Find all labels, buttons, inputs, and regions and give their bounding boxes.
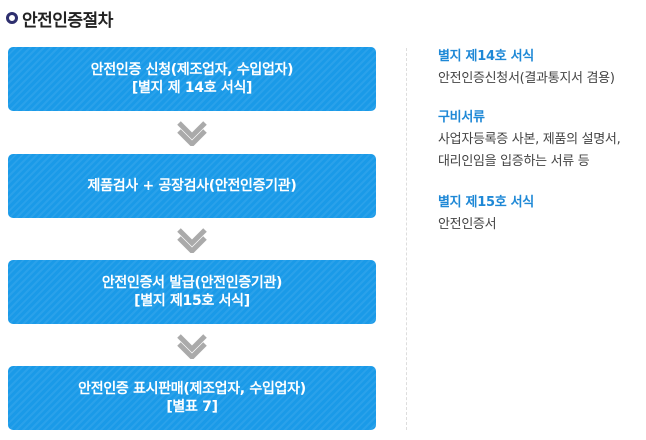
- step-marking-sale-label: 안전인증 표시판매(제조업자, 수입업자): [78, 381, 306, 397]
- step-marking-sale-form: [별표 7]: [166, 399, 218, 415]
- step-inspection-label: 제품검사 + 공장검사(안전인증기관): [87, 178, 297, 194]
- column-divider: [406, 48, 407, 430]
- step-certificate-issuance: 안전인증서 발급(안전인증기관) [별지 제15호 서식]: [8, 260, 376, 324]
- info-form-14-desc: 안전인증신청서(결과통지서 겸용): [438, 71, 615, 86]
- page-title: 안전인증절차: [22, 10, 113, 31]
- info-required-documents-line-1: 사업자등록증 사본, 제품의 설명서,: [438, 132, 621, 147]
- section-header: 안전인증절차: [6, 6, 113, 31]
- ring-bullet-icon: [6, 12, 18, 24]
- step-marking-sale: 안전인증 표시판매(제조업자, 수입업자) [별표 7]: [8, 366, 376, 430]
- step-certificate-issuance-form: [별지 제15호 서식]: [134, 293, 250, 309]
- info-form-15-title: 별지 제15호 서식: [438, 195, 534, 210]
- step-application: 안전인증 신청(제조업자, 수입업자) [별지 제 14호 서식]: [8, 47, 376, 111]
- info-form-15-desc: 안전인증서: [438, 217, 497, 232]
- step-application-form: [별지 제 14호 서식]: [131, 80, 253, 96]
- info-form-14-title: 별지 제14호 서식: [438, 49, 534, 64]
- info-required-documents-title: 구비서류: [438, 110, 485, 125]
- info-required-documents-line-2: 대리인임을 입증하는 서류 등: [438, 154, 590, 169]
- info-required-documents: 구비서류 사업자등록증 사본, 제품의 설명서, 대리인임을 입증하는 서류 등: [438, 107, 621, 173]
- info-form-14: 별지 제14호 서식 안전인증신청서(결과통지서 겸용): [438, 46, 615, 90]
- chevron-down-icon: [177, 228, 207, 253]
- step-inspection: 제품검사 + 공장검사(안전인증기관): [8, 154, 376, 218]
- info-form-15: 별지 제15호 서식 안전인증서: [438, 192, 534, 236]
- chevron-down-icon: [177, 334, 207, 359]
- step-application-label: 안전인증 신청(제조업자, 수입업자): [90, 62, 294, 78]
- step-certificate-issuance-label: 안전인증서 발급(안전인증기관): [101, 275, 283, 291]
- chevron-down-icon: [177, 121, 207, 146]
